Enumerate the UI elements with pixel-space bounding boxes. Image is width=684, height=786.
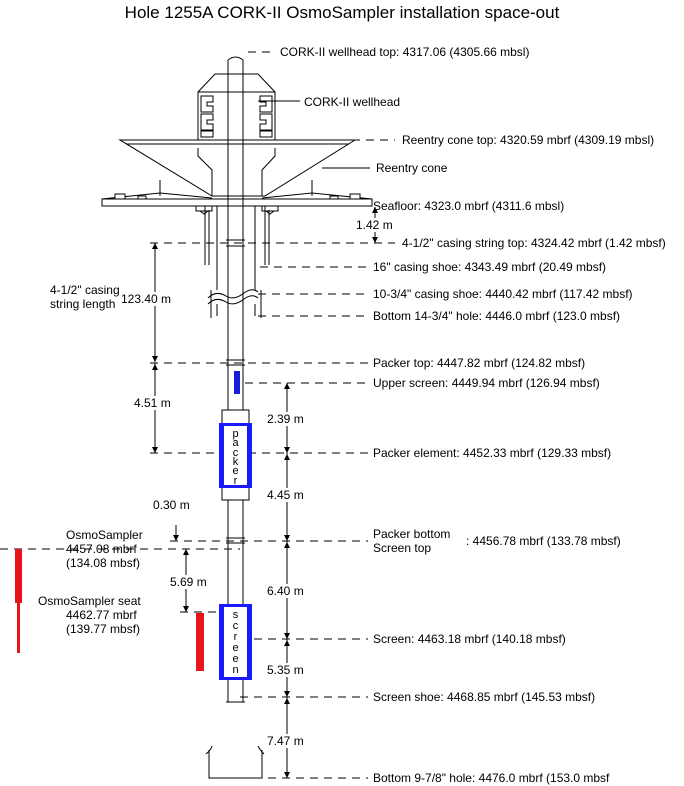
dim-5-35: 5.35 m: [267, 663, 304, 677]
screen-letter: e: [232, 642, 239, 654]
screen-letter: c: [232, 620, 239, 632]
label-casing-string-top: 4-1/2" casing string top: 4324.42 mbrf (…: [402, 236, 666, 250]
packer-letter: r: [233, 474, 238, 487]
label-seat-1: OsmoSampler seat: [38, 594, 141, 608]
label-screen-shoe: Screen shoe: 4468.85 mbrf (145.53 mbsf): [373, 690, 596, 704]
label-packer-top: Packer top: 4447.82 mbrf (124.82 mbsf): [373, 356, 586, 370]
label-packer-element: Packer element: 4452.33 mbrf (129.33 mbs…: [373, 446, 612, 460]
label-packer-bottom-2: Screen top: [373, 541, 432, 555]
label-upper-screen: Upper screen: 4449.94 mbrf (126.94 mbsf): [373, 376, 600, 390]
label-osmo-2: 4457.08 mbrf: [66, 542, 137, 556]
label-packer-bottom-1: Packer bottom: [373, 527, 451, 541]
label-casing-length-2: string length: [50, 297, 116, 311]
label-seafloor: Seafloor: 4323.0 mbrf (4311.6 mbsl): [373, 199, 565, 213]
dim-5-69: 5.69 m: [170, 575, 207, 589]
osmosampler-body: [15, 549, 22, 603]
dim-0-30: 0.30 m: [153, 498, 190, 512]
label-osmo-3: (134.08 mbsf): [66, 556, 141, 570]
label-casing-shoe-16: 16" casing shoe: 4343.49 mbrf (20.49 mbs…: [373, 260, 607, 274]
dim-4-51: 4.51 m: [134, 396, 171, 410]
diagram-title: Hole 1255A CORK-II OsmoSampler installat…: [124, 3, 560, 22]
dim-7-47: 7.47 m: [267, 734, 304, 748]
screen-inner: [224, 607, 247, 677]
packer-letter: e: [232, 465, 239, 478]
osmosampler-in-hole: [196, 613, 204, 671]
label-casing-shoe-10: 10-3/4" casing shoe: 4440.42 mbrf (117.4…: [373, 287, 633, 301]
packer-letter: c: [232, 446, 239, 459]
label-bottom-14: Bottom 14-3/4" hole: 4446.0 mbrf (123.0 …: [373, 309, 621, 323]
bottom-hole: [205, 745, 265, 779]
label-osmo-1: OsmoSampler: [66, 528, 143, 542]
base-plate: [101, 192, 373, 215]
packer-letter: a: [232, 437, 239, 450]
screen-letter: r: [233, 631, 238, 643]
dimension-arrows: [152, 207, 378, 778]
reentry-cone: [118, 139, 357, 197]
cork-wellhead: [197, 73, 276, 149]
casing-strings: [204, 206, 270, 318]
packer-letter: k: [232, 455, 239, 468]
label-casing-length-1: 4-1/2" casing: [50, 283, 120, 297]
label-screen: Screen: 4463.18 mbrf (140.18 mbsf): [373, 632, 566, 646]
label-bottom-9: Bottom 9-7/8" hole: 4476.0 mbrf (153.0 m…: [373, 771, 610, 785]
packer-inner: [224, 426, 247, 485]
label-packer-bottom-value: : 4456.78 mbrf (133.78 mbsf): [466, 534, 621, 548]
upper-screen-marker: [234, 371, 240, 394]
label-seat-3: (139.77 mbsf): [66, 622, 141, 636]
dim-123-40: 123.40 m: [121, 292, 172, 306]
label-seat-2: 4462.77 mbrf: [66, 608, 137, 622]
osmosampler-tail: [17, 603, 20, 653]
depth-leader-lines: [0, 51, 395, 779]
screen-letter: e: [232, 653, 239, 665]
dim-2-39: 2.39 m: [267, 412, 304, 426]
packer-letter: p: [232, 428, 239, 440]
label-cone: Reentry cone: [376, 161, 448, 175]
dim-1-42: 1.42 m: [356, 218, 393, 232]
solid-leaders: [258, 100, 370, 169]
label-cone-top: Reentry cone top: 4320.59 mbrf (4309.19 …: [402, 133, 655, 147]
screen-letter: n: [232, 664, 239, 676]
label-wellhead: CORK-II wellhead: [304, 95, 401, 109]
screen-letter: s: [232, 609, 239, 621]
dim-6-40: 6.40 m: [267, 584, 304, 598]
dimension-lines: [154, 207, 376, 778]
dim-4-45: 4.45 m: [267, 488, 304, 502]
label-wellhead-top: CORK-II wellhead top: 4317.06 (4305.66 m…: [280, 45, 530, 59]
